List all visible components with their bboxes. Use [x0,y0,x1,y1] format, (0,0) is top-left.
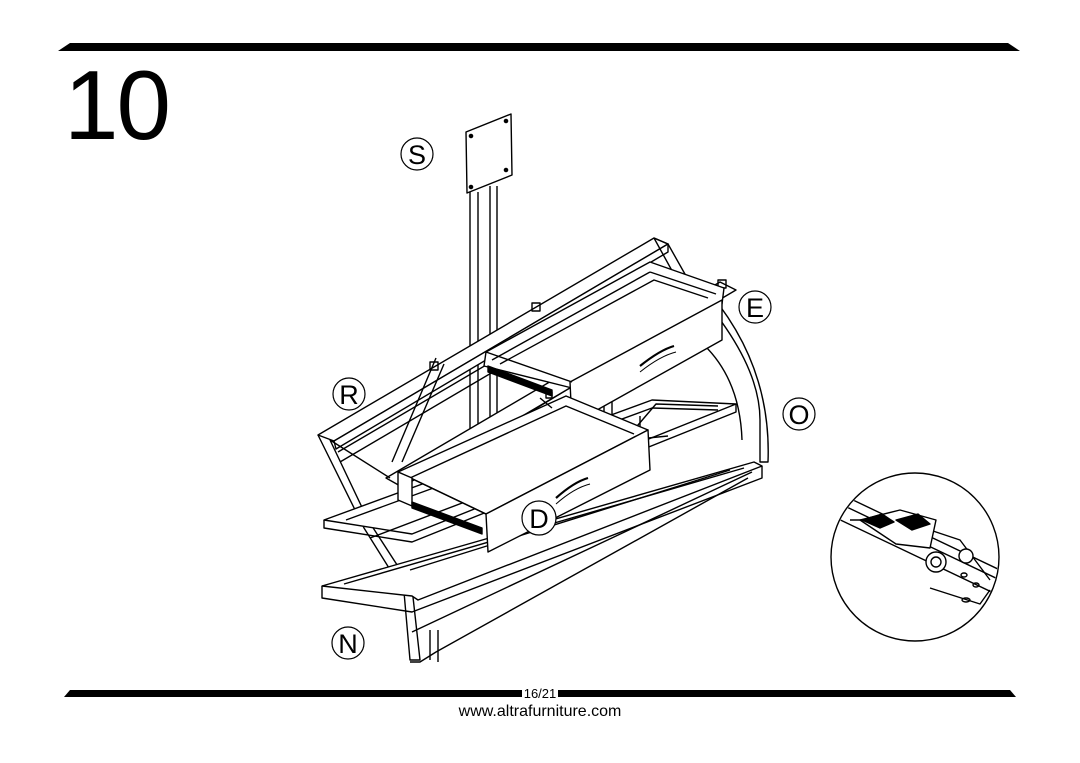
part-label-o: O [788,400,809,430]
page-number-text: 16/21 [521,686,559,701]
part-label-r: R [339,380,359,410]
website-url: www.altrafurniture.com [458,703,622,720]
part-label-s: S [408,140,426,170]
page-number: 16/21 [0,686,1080,701]
mount-post [465,113,513,440]
drawer-e [483,261,725,425]
drawer-d [397,391,651,553]
part-labels [331,137,816,660]
header-rule [58,43,1020,51]
part-label-d: D [529,504,549,534]
part-label-n: N [338,629,358,659]
step-number: 10 [64,50,171,160]
detail-callout [830,472,1000,642]
part-label-e: E [746,293,764,323]
